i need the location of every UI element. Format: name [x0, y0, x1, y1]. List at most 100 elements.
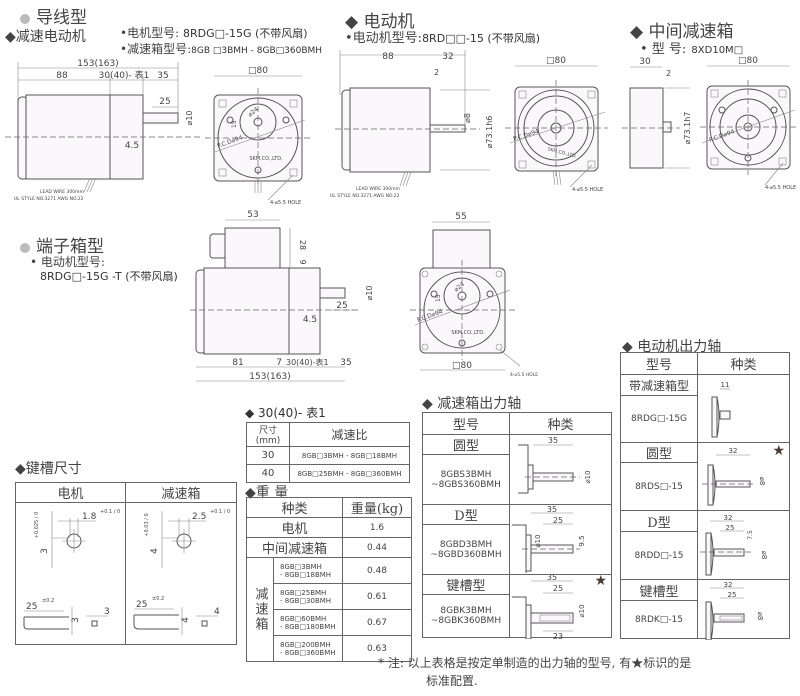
dim-body: 81 — [232, 358, 243, 368]
cell: 8GB□3BMH - 8GB□18BMH — [289, 446, 410, 465]
value: 8XD10M□ — [691, 45, 744, 56]
technical-drawings: 153(163) 88 30(40)- 表1 35 25 ⌀10 4.5 LEA… — [5, 50, 798, 382]
dim-dia: ⌀8 — [760, 551, 768, 560]
terminal-front-view: 55 P.C.D⌀94 ⌀24 15 SKM.CO.,LTD. □80 4-⌀5… — [410, 212, 538, 378]
standard-star-icon: ★ — [772, 443, 785, 459]
dim-shaft: 35 — [340, 358, 351, 368]
cell: 8GB□25BMH- 8GB□30BMH — [273, 583, 343, 610]
cell: 中间减速箱 — [246, 537, 343, 558]
type-label: D型 — [620, 510, 698, 532]
motor-shaft-title: 电动机出力轴 — [637, 339, 722, 355]
label: •电动机型号: — [345, 31, 423, 46]
motor-model-line: •电动机型号:8RD□□-15 (不带风扇) — [345, 27, 540, 46]
holes-label: 4-⌀5.5 HOLE — [510, 372, 538, 378]
intermediate-side-view: 30 2 ⌀73.1h7 — [622, 57, 692, 169]
header-motor: 电机 — [15, 482, 126, 503]
round-shaft-icon: 32⌀8 — [702, 447, 766, 506]
table-row: 30 8GB□3BMH - 8GB□18BMH — [246, 446, 410, 465]
model-cell: 8GBK3BMH~8GBK360BMH — [422, 594, 510, 638]
intermediate-title: 中间减速箱 — [648, 22, 734, 42]
table-row: 8RDK□-15 — [620, 600, 790, 639]
motor-keyway-drawing: 1.8 +0.1 / 0 3 +0.025 / 0 25 ±0.2 3 3 — [15, 502, 126, 645]
dim-body: 88 — [382, 52, 394, 62]
model-to: ~8GBD360BMH — [430, 549, 502, 560]
holes-label: 4-⌀5.5 HOLE — [270, 200, 301, 206]
header-weight: 重量(kg) — [342, 497, 412, 518]
motor-model-line: •电机型号: 8RDG□-15G (不带风扇) — [120, 24, 308, 41]
bullet-circle-icon — [20, 242, 30, 253]
dim-square: □80 — [452, 361, 472, 371]
dim-length: 35 — [548, 436, 558, 445]
model-cell: 8RDK□-15 — [620, 600, 698, 639]
dim-key: 25 — [728, 591, 737, 599]
wire-type-side-view: 153(163) 88 30(40)- 表1 35 25 ⌀10 4.5 LEA… — [5, 59, 200, 202]
dim-offset: 4.5 — [125, 141, 139, 151]
dim-box-gap: 9 — [298, 259, 307, 264]
holes-label: 4-⌀5.5 HOLE — [765, 185, 796, 191]
dim-flat: 25 — [726, 524, 735, 532]
model-from: 8GBK3BMH — [440, 606, 492, 616]
table1: 尺寸(mm) 减速比 30 8GB□3BMH - 8GB□18BMH 40 8G… — [246, 422, 410, 483]
value: 8RD□□-15 (不带风扇) — [422, 32, 541, 45]
type-label: 键槽型 — [422, 574, 510, 595]
model-to: ~8GBS360BMH — [431, 479, 501, 490]
dim-gap: 2 — [666, 69, 671, 78]
dim-length: 32 — [729, 447, 738, 455]
header-ratio: 减速比 — [289, 422, 410, 447]
wire-type-title: 导线型 — [36, 8, 87, 28]
cell: 0.63 — [342, 635, 412, 662]
terminal-side-view: 53 28 9 ⌀10 25 4.5 81 7 30(40)-表1 35 153… — [190, 210, 374, 382]
shaft-drawing-round: 35 ⌀10 — [509, 434, 612, 505]
table-header-row: 型号 种类 — [422, 412, 612, 435]
gearbox-keyway-drawing: 2.5 +0.1 / 0 4 +0.03 / 0 25 ±0.2 4 4 — [125, 502, 237, 645]
key-width: 2.5 — [192, 512, 206, 522]
model-from: 8GB□200BMH — [280, 640, 331, 649]
table-row: 8GB□200BMH- 8GB□360BMH 0.63 — [247, 635, 412, 662]
gear-shaft-table: 型号 种类 圆型 35⌀10 8GBS3BMH~8GBS360BMH D型 35… — [422, 412, 612, 639]
model-to: - 8GB□18BMH — [280, 570, 332, 579]
table-header-row: 电机 减速箱 — [15, 482, 237, 503]
footnote-line2: 标准配置. — [426, 674, 478, 688]
key-depth: 3 — [40, 548, 50, 554]
footnote-line1: * 注: 以上表格是按定单制造的出力轴的型号, 有★标识的是 — [378, 656, 692, 670]
key-depth-tol: +0.03 / 0 — [144, 513, 150, 536]
key-width: 1.8 — [82, 512, 97, 522]
motor-keyway-icon: 1.8 +0.1 / 0 3 +0.025 / 0 25 ±0.2 3 3 — [23, 509, 120, 635]
header-size: 尺寸(mm) — [246, 422, 290, 447]
gear-shaft-heading: ◆ 减速箱出力轴 — [422, 396, 522, 412]
key-height: 3 — [71, 617, 81, 623]
header-kind: 种类 — [509, 412, 612, 435]
dim-dia: ⌀10 — [584, 470, 592, 483]
ul-style-note: UL STYLE NO.3271 AWG NO.22 — [330, 193, 400, 199]
dim-length: 35 — [547, 505, 557, 514]
table-row: 减速箱 8GB□3BMH- 8GB□18BMH 0.48 — [246, 557, 412, 662]
dim-shaft: 32 — [442, 52, 453, 62]
motor-shaft-heading: ◆ 电动机出力轴 — [622, 339, 722, 355]
dim-length: 32 — [724, 581, 733, 589]
key-height: 4 — [181, 617, 191, 623]
dim-gear: 30(40)- 表1 — [99, 69, 150, 81]
cell: 0.61 — [342, 583, 412, 610]
header-gearbox: 减速箱 — [125, 482, 237, 503]
dim-d15: 15 — [435, 294, 442, 302]
label: •减速箱型号: — [120, 42, 192, 56]
type-label: 带减速箱型 — [620, 374, 698, 396]
key-length: 25 — [136, 600, 147, 610]
table-row: 8RDS□-15 — [620, 462, 790, 511]
weight-table: 种类 重量(kg) 电机 1.6 中间减速箱 0.44 减速箱 8GB□3BMH… — [246, 497, 412, 662]
model-from: 8GB□60BMH — [280, 614, 327, 623]
dim-pilot: ⌀73.1h6 — [485, 116, 494, 149]
terminal-model-label: • 电动机型号: — [30, 255, 105, 269]
type-label: 圆型 — [620, 442, 698, 463]
dim-total: 153(163) — [249, 372, 290, 382]
table-header-row: 型号 种类 — [620, 352, 790, 375]
dim-d-cut: 7.5 — [747, 530, 754, 540]
table1-title: 30(40)- 表1 — [258, 406, 326, 420]
dim-shaft-dia: ⌀10 — [365, 286, 374, 301]
dim-length: 35 — [547, 575, 557, 582]
type-label: 键槽型 — [620, 579, 698, 601]
